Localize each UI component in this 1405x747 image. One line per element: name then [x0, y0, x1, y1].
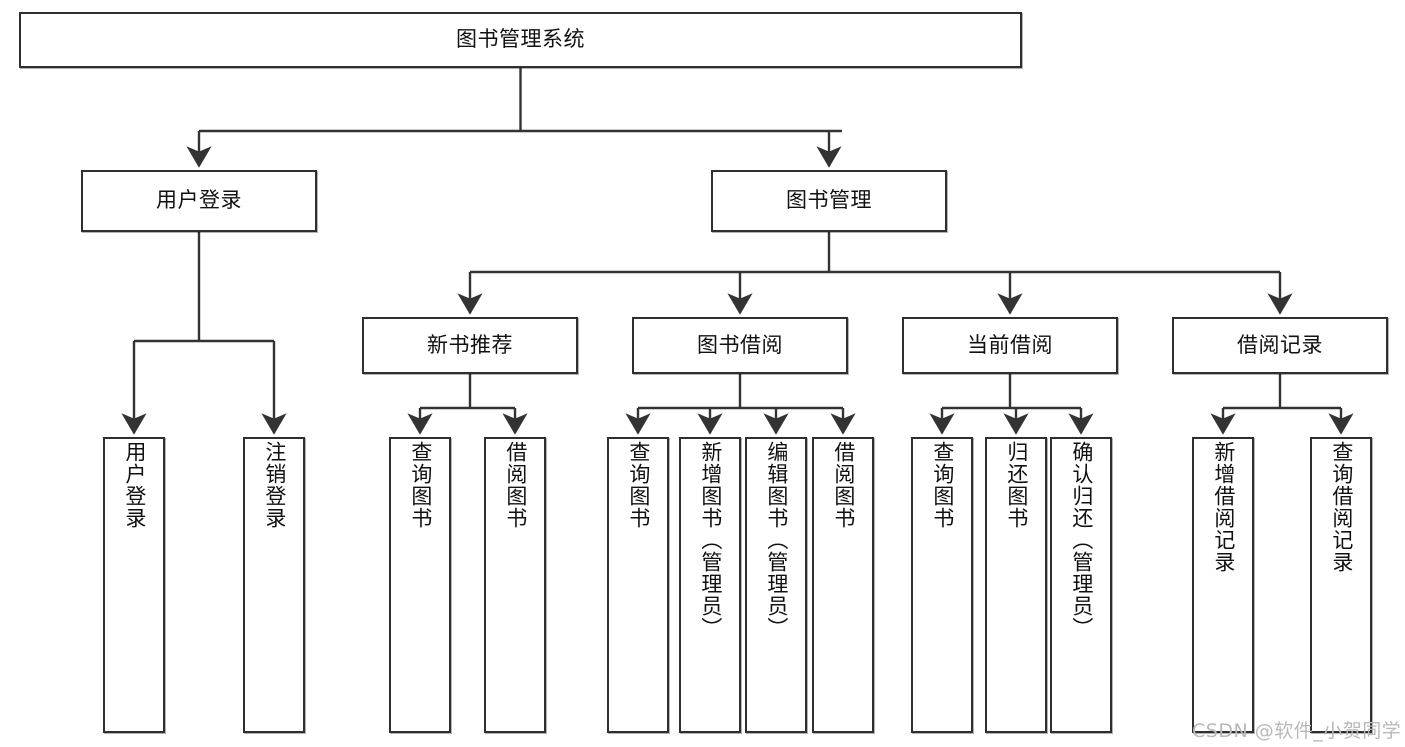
- node-book-borrow[interactable]: 图书借阅: [632, 317, 848, 374]
- node-label: 新增借阅记录: [1211, 441, 1236, 573]
- node-label: 借阅记录: [1237, 332, 1323, 357]
- node-leaf-add-record[interactable]: 新增借阅记录: [1192, 437, 1254, 733]
- node-label: 图书管理系统: [456, 27, 585, 52]
- node-label: 借阅图书: [831, 441, 856, 529]
- node-leaf-borrow-book-rec[interactable]: 借阅图书: [484, 437, 546, 733]
- node-label: 图书借阅: [697, 332, 783, 357]
- node-label: 新增图书（管理员）: [698, 441, 723, 639]
- node-borrow-record[interactable]: 借阅记录: [1172, 317, 1388, 374]
- node-label: 查询借阅记录: [1329, 441, 1354, 573]
- node-leaf-logout[interactable]: 注销登录: [243, 437, 305, 733]
- node-leaf-edit-book[interactable]: 编辑图书（管理员）: [745, 437, 807, 733]
- node-user-login[interactable]: 用户登录: [81, 170, 317, 232]
- node-label: 用户登录: [122, 441, 147, 529]
- node-leaf-confirm-return[interactable]: 确认归还（管理员）: [1050, 437, 1112, 733]
- node-leaf-return-book[interactable]: 归还图书: [985, 437, 1047, 733]
- node-leaf-query-record[interactable]: 查询借阅记录: [1310, 437, 1372, 733]
- node-label: 借阅图书: [503, 441, 528, 529]
- node-leaf-query-book-rec[interactable]: 查询图书: [389, 437, 451, 733]
- node-leaf-query-book-current[interactable]: 查询图书: [911, 437, 973, 733]
- node-label: 确认归还（管理员）: [1069, 441, 1094, 639]
- node-book-manage[interactable]: 图书管理: [711, 170, 947, 232]
- node-leaf-user-login[interactable]: 用户登录: [103, 437, 165, 733]
- node-label: 归还图书: [1004, 441, 1029, 529]
- node-label: 图书管理: [786, 188, 872, 213]
- node-label: 用户登录: [156, 188, 242, 213]
- node-label: 新书推荐: [427, 332, 513, 357]
- node-label: 注销登录: [262, 441, 287, 529]
- watermark-credit: CSDN @软件_小贺同学: [1192, 720, 1402, 742]
- node-label: 查询图书: [930, 441, 955, 529]
- node-leaf-query-book-borrow[interactable]: 查询图书: [607, 437, 669, 733]
- node-label: 查询图书: [408, 441, 433, 529]
- node-root-system[interactable]: 图书管理系统: [19, 12, 1022, 68]
- node-leaf-add-book[interactable]: 新增图书（管理员）: [679, 437, 741, 733]
- node-new-book-rec[interactable]: 新书推荐: [362, 317, 578, 374]
- node-label: 查询图书: [626, 441, 651, 529]
- node-current-borrow[interactable]: 当前借阅: [902, 317, 1118, 374]
- node-label: 编辑图书（管理员）: [764, 441, 789, 639]
- node-leaf-borrow-book[interactable]: 借阅图书: [812, 437, 874, 733]
- node-label: 当前借阅: [967, 332, 1053, 357]
